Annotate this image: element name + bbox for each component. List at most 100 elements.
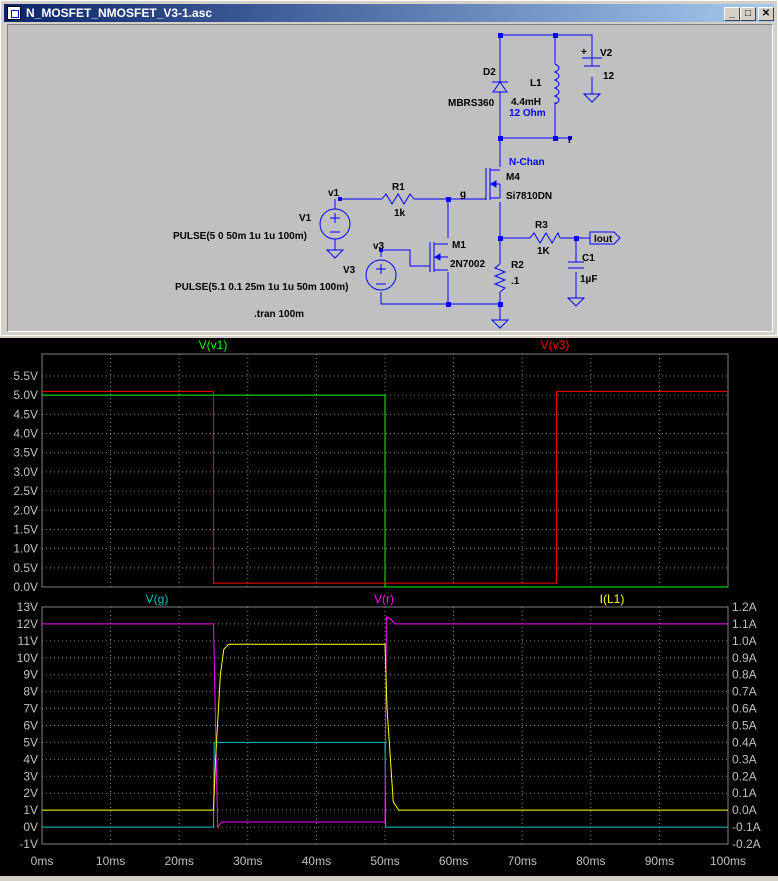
label-c1: C1 <box>582 253 595 264</box>
label-d2-model: MBRS360 <box>448 98 495 109</box>
x-tick: 100ms <box>710 854 746 868</box>
pane2-y-tick: 12V <box>17 617 38 631</box>
junction-dots <box>338 33 579 307</box>
x-tick: 40ms <box>302 854 331 868</box>
pane2-y-tick: 7V <box>23 702 38 716</box>
label-v2: V2 <box>600 48 613 59</box>
pane2-y2-tick: 0.1A <box>732 786 757 800</box>
label-m1: M1 <box>452 240 466 251</box>
source-v3[interactable] <box>365 259 397 291</box>
minimize-button[interactable]: _ <box>724 7 740 21</box>
pane1-trace-vv3 <box>42 390 728 584</box>
x-tick: 30ms <box>233 854 262 868</box>
label-r3-val: 1K <box>537 246 551 257</box>
pane2-y-tick: 8V <box>23 685 38 699</box>
x-tick: 60ms <box>439 854 468 868</box>
pane1-y-tick: 3.0V <box>13 465 38 479</box>
legend-vv1: V(v1) <box>199 338 228 352</box>
pane2-trace-vr <box>42 616 728 829</box>
pane1-y-tick: 2.0V <box>13 503 38 517</box>
label-g-node: g <box>460 189 466 200</box>
pane1-y-tick: 4.5V <box>13 407 38 421</box>
mosfet-m1[interactable] <box>429 242 448 272</box>
schematic-app-icon <box>7 6 21 20</box>
resistor-r3[interactable] <box>529 231 561 244</box>
label-c1-val: 1µF <box>580 274 597 285</box>
label-l1-val: 4.4mH <box>511 97 541 108</box>
pane2-y2-tick: 0.8A <box>732 668 757 682</box>
ground-symbol <box>490 319 510 329</box>
schematic-canvas[interactable]: D2 MBRS360 L1 4.4mH 12 Ohm V2 12 + r N-C… <box>7 24 773 332</box>
iout-port[interactable] <box>589 231 621 245</box>
label-m4: M4 <box>506 172 520 183</box>
legend-vg: V(g) <box>146 592 169 606</box>
label-v2-plus: + <box>581 47 587 58</box>
source-v1[interactable] <box>319 208 351 259</box>
label-nchan: N-Chan <box>509 157 545 168</box>
label-r-node: r <box>568 135 572 146</box>
pane2-y-tick: 4V <box>23 752 38 766</box>
pane2-y-tick: 5V <box>23 735 38 749</box>
pane2-y2-tick: 1.2A <box>732 600 757 614</box>
pane1-y-tick: 5.0V <box>13 388 38 402</box>
label-v3-pulse: PULSE(5.1 0.1 25m 1u 1u 50m 100m) <box>175 282 348 293</box>
x-tick: 90ms <box>645 854 674 868</box>
label-r2-val: .1 <box>511 276 520 287</box>
schematic-drawing: D2 MBRS360 L1 4.4mH 12 Ohm V2 12 + r N-C… <box>173 33 621 329</box>
label-m4-model: Si7810DN <box>506 191 552 202</box>
legend-il1: I(L1) <box>600 592 625 606</box>
pane2-trace-vg <box>42 741 728 828</box>
label-v3: V3 <box>343 265 356 276</box>
label-r3: R3 <box>535 220 548 231</box>
pane2-y-tick: 13V <box>17 600 38 614</box>
pane2-y2-tick: 0.5A <box>732 719 757 733</box>
label-r1: R1 <box>392 182 405 193</box>
pane2-y2-tick: -0.2A <box>732 837 761 851</box>
label-m1-model: 2N7002 <box>450 259 485 270</box>
legend-vr: V(r) <box>374 592 394 606</box>
pane1-y-tick: 4.0V <box>13 427 38 441</box>
pane2-y-tick: 0V <box>23 820 38 834</box>
pane1-y-tick: 2.5V <box>13 484 38 498</box>
close-button[interactable]: ✕ <box>758 7 774 21</box>
pane2-y-tick: 1V <box>23 803 38 817</box>
label-r1-val: 1k <box>394 208 406 219</box>
diode-d2[interactable] <box>492 81 508 93</box>
pane2-y-tick: 3V <box>23 769 38 783</box>
title-bar[interactable]: N_MOSFET_NMOSFET_V3-1.asc _ □ ✕ <box>4 4 774 22</box>
x-tick: 20ms <box>165 854 194 868</box>
resistor-r1[interactable] <box>381 193 415 205</box>
maximize-button[interactable]: □ <box>740 7 756 21</box>
pane2-y2-tick: 0.9A <box>732 651 757 665</box>
pane2-y2-tick: 1.0A <box>732 634 757 648</box>
label-l1: L1 <box>530 78 542 89</box>
schematic-window: N_MOSFET_NMOSFET_V3-1.asc _ □ ✕ <box>0 0 778 336</box>
inductor-l1[interactable] <box>553 63 560 105</box>
pane2-y-tick: 9V <box>23 668 38 682</box>
schematic-wires <box>334 34 593 320</box>
pane1-y-tick: 0.5V <box>13 561 38 575</box>
mosfet-m4[interactable] <box>485 168 501 200</box>
capacitor-c1[interactable] <box>566 261 586 307</box>
resistor-r2[interactable] <box>493 263 507 293</box>
pane2-y-tick: 6V <box>23 719 38 733</box>
label-v2-val: 12 <box>603 71 615 82</box>
pane2-y2-tick: 0.3A <box>732 752 757 766</box>
pane2-y-tick: 11V <box>18 634 38 648</box>
pane1-y-tick: 1.0V <box>13 542 38 556</box>
pane2-y2-tick: 0.4A <box>732 735 757 749</box>
waveform-plot[interactable]: 5.5V5.0V4.5V4.0V3.5V3.0V2.5V2.0V1.5V1.0V… <box>0 338 778 876</box>
pane2-y-tick: -1V <box>19 837 38 851</box>
x-tick: 10ms <box>96 854 125 868</box>
x-tick: 80ms <box>576 854 605 868</box>
pane2-y2-tick: -0.1A <box>732 820 761 834</box>
label-v1-pulse: PULSE(5 0 50m 1u 1u 100m) <box>173 231 307 242</box>
pane1-y-tick: 0.0V <box>13 580 38 594</box>
pane2-y2-tick: 0.2A <box>732 769 757 783</box>
pane2-y-tick: 10V <box>17 651 38 665</box>
x-tick: 70ms <box>508 854 537 868</box>
label-r2: R2 <box>511 260 524 271</box>
source-v2[interactable] <box>582 57 602 103</box>
label-l1-res: 12 Ohm <box>509 108 546 119</box>
